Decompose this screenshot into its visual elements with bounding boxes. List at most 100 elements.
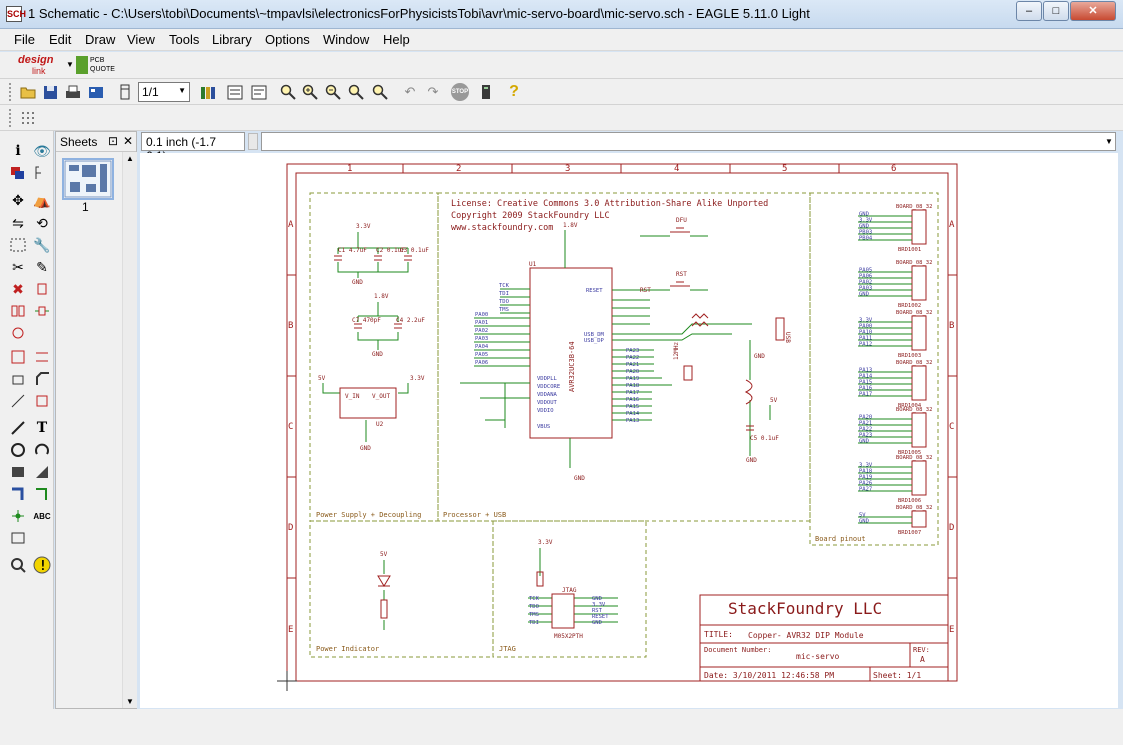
- header-name-label: BOARD_08_32: [896, 505, 932, 511]
- replace-icon[interactable]: [8, 323, 28, 343]
- delete-icon[interactable]: ✖: [12, 280, 24, 297]
- script-icon[interactable]: [225, 82, 245, 102]
- svg-text:!: !: [39, 559, 47, 574]
- pcb-quote-button[interactable]: PCB QUOTE: [90, 56, 115, 74]
- change-icon[interactable]: 🔧: [33, 236, 51, 253]
- zoom-redraw-icon[interactable]: [346, 82, 366, 102]
- mcu-pin-pa15: PA15: [626, 404, 639, 410]
- dropdown-arrow-icon[interactable]: ▼: [66, 60, 74, 69]
- redo-icon[interactable]: ↷: [427, 84, 439, 99]
- toolbar-grip[interactable]: [9, 83, 13, 101]
- group-icon[interactable]: [8, 235, 28, 255]
- help-icon[interactable]: ?: [509, 83, 519, 100]
- text-icon[interactable]: T: [36, 420, 48, 436]
- bus-icon[interactable]: [8, 484, 28, 504]
- info-icon[interactable]: i: [15, 143, 21, 159]
- minimize-button[interactable]: –: [1016, 1, 1042, 21]
- menu-window[interactable]: Window: [323, 32, 370, 47]
- pin-icon[interactable]: ⊡: [108, 134, 119, 148]
- title-bar[interactable]: SCH 1 Schematic - C:\Users\tobi\Document…: [0, 0, 1123, 29]
- polygon-icon[interactable]: [32, 462, 52, 482]
- menu-options[interactable]: Options: [265, 32, 310, 47]
- board-switch-icon[interactable]: [115, 82, 135, 102]
- mcu-top-nets: [500, 230, 566, 314]
- zoom-out-icon[interactable]: [323, 82, 343, 102]
- print-icon[interactable]: [63, 82, 83, 102]
- jtag-connector: [551, 593, 575, 629]
- wire-icon[interactable]: [8, 418, 28, 438]
- gateswap-icon[interactable]: [32, 301, 52, 321]
- save-icon[interactable]: [40, 82, 60, 102]
- menu-help[interactable]: Help: [383, 32, 410, 47]
- menu-view[interactable]: View: [127, 32, 155, 47]
- header-pin-label: PA02: [859, 280, 872, 286]
- invoke-icon[interactable]: [32, 391, 52, 411]
- add-icon[interactable]: [32, 279, 52, 299]
- ulp-icon[interactable]: [249, 82, 269, 102]
- menu-draw[interactable]: Draw: [85, 32, 116, 47]
- pcb-quote-icon[interactable]: [76, 56, 88, 74]
- open-icon[interactable]: [18, 82, 38, 102]
- toolbar-grip[interactable]: [9, 109, 13, 127]
- pinswap-icon[interactable]: [8, 301, 28, 321]
- display-icon[interactable]: [8, 163, 28, 183]
- attribute-icon[interactable]: [8, 528, 28, 548]
- sheets-scrollbar[interactable]: ▲ ▼: [122, 152, 137, 708]
- stop-icon: STOP: [451, 83, 469, 101]
- sheet-thumbnail[interactable]: [62, 158, 114, 200]
- close-button[interactable]: ✕: [1070, 1, 1116, 21]
- header-pin-label: GND: [859, 439, 869, 445]
- zoom-select[interactable]: 1/1▼: [138, 82, 190, 102]
- header-pin-label: PA26: [859, 481, 872, 487]
- crystal-label: 12MHz: [673, 342, 680, 360]
- menu-library[interactable]: Library: [212, 32, 252, 47]
- split-icon[interactable]: [8, 391, 28, 411]
- junction-icon[interactable]: [8, 506, 28, 526]
- smash-icon[interactable]: [8, 369, 28, 389]
- erc-icon[interactable]: [8, 555, 28, 575]
- zoom-in-icon[interactable]: [300, 82, 320, 102]
- circle-icon[interactable]: [8, 440, 28, 460]
- miter-icon[interactable]: [32, 369, 52, 389]
- stop-button[interactable]: STOP: [450, 82, 470, 102]
- menu-edit[interactable]: Edit: [49, 32, 72, 47]
- menu-file[interactable]: File: [14, 32, 35, 47]
- mirror-icon[interactable]: ⇋: [12, 214, 24, 231]
- chevron-down-icon[interactable]: ▼: [1105, 137, 1113, 146]
- header-pin-label: PA05: [859, 268, 872, 274]
- maximize-button[interactable]: □: [1043, 1, 1069, 21]
- designlink-logo[interactable]: design link: [18, 55, 64, 77]
- use-library-icon[interactable]: [198, 82, 218, 102]
- license-line-3: www.stackfoundry.com: [451, 223, 553, 233]
- zoom-area-icon[interactable]: [370, 82, 390, 102]
- scroll-down-icon[interactable]: ▼: [126, 697, 134, 706]
- cut-icon[interactable]: ✂: [12, 258, 24, 275]
- cam-processor-icon[interactable]: [86, 82, 106, 102]
- arc-icon[interactable]: [32, 440, 52, 460]
- paste-icon[interactable]: ✎: [36, 258, 48, 275]
- name-icon[interactable]: [8, 347, 28, 367]
- dfu-label: DFU: [676, 217, 687, 224]
- net-icon[interactable]: [32, 484, 52, 504]
- command-line-input[interactable]: ▼: [261, 132, 1116, 151]
- window-title: 1 Schematic - C:\Users\tobi\Documents\~t…: [28, 6, 810, 21]
- scroll-up-icon[interactable]: ▲: [126, 154, 134, 163]
- copy-icon[interactable]: ⛺: [33, 191, 51, 208]
- rotate-icon[interactable]: ⟲: [36, 214, 48, 231]
- border-row-c: C: [288, 422, 293, 432]
- label-icon[interactable]: ABC: [33, 511, 51, 521]
- menu-tools[interactable]: Tools: [169, 32, 200, 47]
- schematic-canvas[interactable]: 1 2 3 4 5 6 A B C D E A B C D E Power Su…: [140, 153, 1118, 708]
- close-panel-icon[interactable]: ✕: [123, 134, 134, 148]
- mark-icon[interactable]: [32, 163, 52, 183]
- show-icon[interactable]: 👁: [33, 142, 51, 159]
- go-icon[interactable]: [476, 82, 496, 102]
- grid-icon[interactable]: [18, 108, 38, 128]
- value-icon[interactable]: [32, 347, 52, 367]
- undo-icon[interactable]: ↶: [404, 84, 416, 99]
- rect-icon[interactable]: [8, 462, 28, 482]
- header-pin-label: GND: [859, 224, 869, 230]
- zoom-fit-icon[interactable]: [278, 82, 298, 102]
- errors-icon[interactable]: !: [32, 555, 52, 575]
- move-icon[interactable]: ✥: [12, 191, 24, 208]
